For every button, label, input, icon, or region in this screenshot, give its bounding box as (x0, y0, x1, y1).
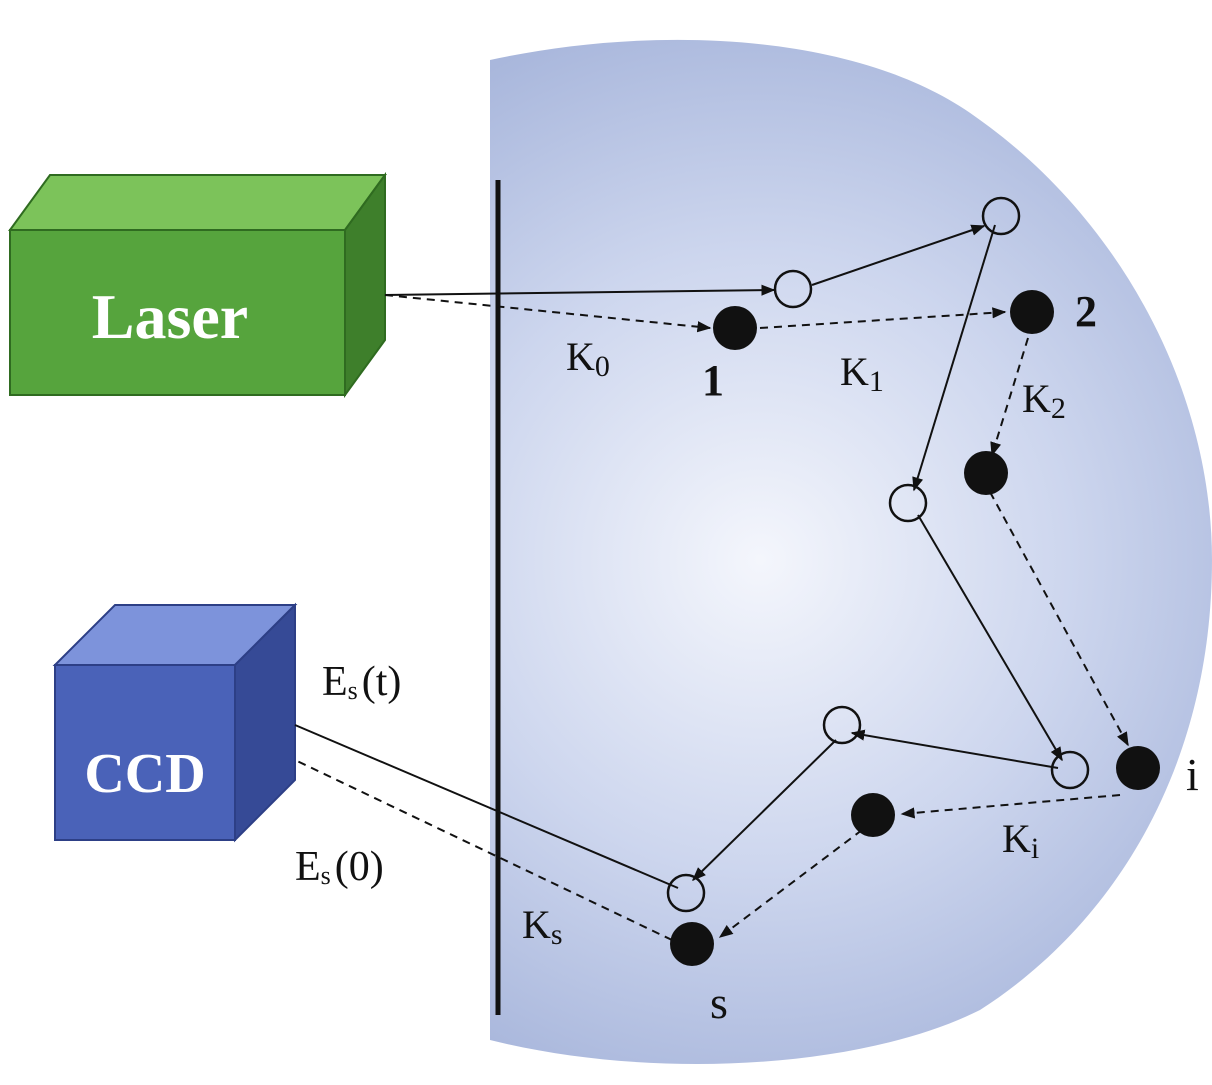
dashed-segment (900, 794, 1121, 819)
open-scatterer (888, 483, 928, 523)
solid-path-t (294, 224, 1063, 889)
wave-vector-k1: K1 (840, 349, 884, 398)
laser-top-face (8, 174, 387, 231)
dashed-segment (990, 337, 1029, 457)
scatterer-label-i: i (1186, 749, 1199, 800)
solid-segment (384, 284, 776, 296)
solid-segment (811, 224, 986, 286)
ccd-detector: CCD (52, 602, 298, 843)
filled-scatterer-2 (1010, 290, 1054, 334)
filled-scatterer-i (1116, 746, 1160, 790)
open-scatterer (1050, 750, 1090, 790)
open-scatterer (981, 196, 1021, 236)
wave-vector-k0: K0 (566, 334, 610, 383)
solid-segment (917, 514, 1063, 762)
filled-scatterer (851, 793, 895, 837)
open-scatterer (773, 269, 813, 309)
solid-segment (691, 739, 837, 881)
dashed-segment (989, 491, 1129, 747)
laser-label: Laser (92, 281, 248, 352)
filled-scatterer-1 (713, 306, 757, 350)
scatterer-label-s: s (710, 977, 728, 1028)
dashed-segment (384, 294, 712, 333)
filled-scatterer (964, 451, 1008, 495)
filled-scatterer-s (670, 922, 714, 966)
scattering-medium (490, 39, 1212, 1064)
open-scatterer (666, 873, 706, 913)
laser-source: Laser (8, 171, 387, 399)
solid-segment (850, 729, 1059, 769)
scatterer-label-1: 1 (702, 356, 724, 405)
wave-vector-k2: K2 (1022, 376, 1066, 425)
dashed-segment (718, 829, 863, 938)
wave-vector-ks: Ks (522, 902, 563, 951)
solid-segment-exit (294, 724, 679, 889)
laser-front-face (9, 229, 346, 396)
scatterers-at-0 (670, 290, 1160, 966)
scatterer-label-2: 2 (1075, 287, 1097, 336)
wave-vector-ki: Ki (1002, 816, 1039, 865)
field-es-0: Es(0) (295, 844, 384, 890)
ccd-front-face (54, 664, 236, 841)
scatterers-at-t (666, 196, 1090, 913)
open-scatterer (822, 705, 862, 745)
solid-segment (912, 224, 996, 492)
field-es-t: Es(t) (322, 659, 401, 705)
ccd-label: CCD (84, 743, 205, 805)
dashed-path-0 (294, 294, 1129, 941)
